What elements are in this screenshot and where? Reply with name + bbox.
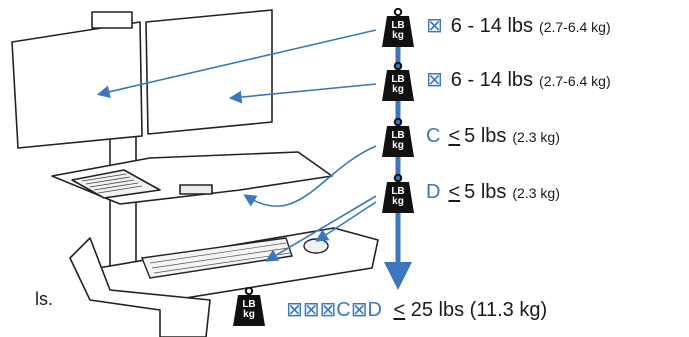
arrow-keyboard [265, 195, 377, 262]
spec-row-letter: C [426, 125, 441, 147]
document [71, 169, 161, 199]
monitor-clamp [91, 11, 133, 29]
right-monitor [145, 9, 273, 135]
spec-row: ⊠ 6 - 14 lbs (2.7-6.4 kg) [426, 70, 611, 90]
spec-row-metric: (2.7-6.4 kg) [539, 73, 611, 89]
monitor-mast [109, 129, 137, 281]
spec-row-letter: D [426, 181, 441, 203]
spec-row-le-symbol: < [448, 181, 461, 203]
document-lines [81, 173, 143, 194]
spec-row-range: 5 lbs [464, 125, 507, 147]
mouse [303, 238, 329, 254]
total-value: 25 lbs (11.3 kg) [410, 299, 548, 321]
arrow-left-monitor [96, 29, 377, 99]
spec-row-range: 5 lbs [464, 181, 507, 203]
spec-row-metric: (2.3 kg) [512, 129, 560, 145]
phone [179, 184, 213, 195]
spec-row-range: 6 - 14 lbs [450, 69, 534, 91]
weight-label-lb: LB [391, 74, 405, 85]
weight-label-lb: LB [391, 186, 405, 197]
weight-label-lb: LB [391, 20, 405, 31]
total-le-symbol: < [393, 299, 406, 321]
desk-base [69, 237, 211, 337]
side-text: ls. [35, 289, 53, 309]
total-letters: ⊠⊠⊠C⊠D [286, 299, 382, 321]
weight-label-kg: kg [392, 30, 404, 41]
spec-row-range: 6 - 14 lbs [450, 15, 534, 37]
arrow-work-surface [243, 145, 377, 207]
spec-row-metric: (2.7-6.4 kg) [539, 19, 611, 35]
spec-row: D <5 lbs (2.3 kg) [426, 182, 560, 202]
arrow-mouse [315, 201, 377, 242]
spec-row-metric: (2.3 kg) [512, 185, 560, 201]
weight-label-kg: kg [392, 140, 404, 151]
arrow-right-monitor [228, 83, 377, 104]
weight-label-kg: kg [243, 309, 255, 320]
total-row: ⊠⊠⊠C⊠D < 25 lbs (11.3 kg) [286, 300, 547, 320]
weight-label-kg: kg [392, 84, 404, 95]
spec-row: C <5 lbs (2.3 kg) [426, 126, 560, 146]
weight-label-lb: LB [242, 299, 256, 310]
weight-label-kg: kg [392, 196, 404, 207]
spec-row-le-symbol: < [448, 125, 461, 147]
spec-row-letter: ⊠ [426, 15, 443, 37]
weight-label-lb: LB [391, 130, 405, 141]
left-monitor [11, 21, 143, 149]
spec-row: ⊠ 6 - 14 lbs (2.7-6.4 kg) [426, 16, 611, 36]
spec-row-letter: ⊠ [426, 69, 443, 91]
